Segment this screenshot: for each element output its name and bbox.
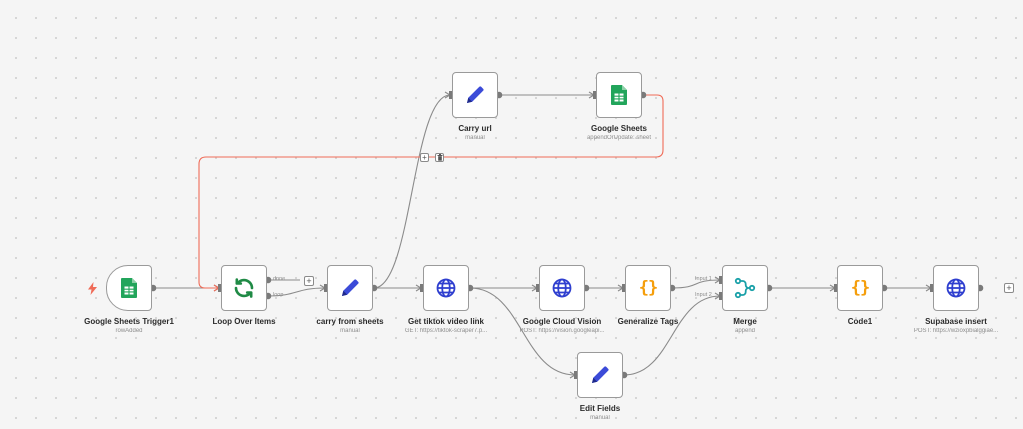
code1-node[interactable]: {} [837,265,883,311]
node-label: Google Sheets Trigger1 [84,317,174,326]
supabase-insert-node[interactable] [933,265,979,311]
port-label-done: done [273,276,286,282]
pencil-icon [339,277,361,299]
node-subtitle: appendOrUpdate: sheet [586,135,652,141]
edge-arrowhead [588,91,596,99]
google-sheets-icon [120,277,138,299]
node-label: carry from sheets [316,317,384,326]
loop-over-items-node[interactable] [221,265,267,311]
carry-url-node[interactable] [452,72,498,118]
edge-arrowhead [829,284,837,292]
node-subtitle: GET: https://tiktok-scraper7.p... [404,328,488,334]
node-label: Google Cloud Vision [522,317,602,326]
edge-arrowhead [319,284,327,292]
node-label: Supabase insert [925,317,987,326]
node-label: Generalize Tags [617,317,679,326]
pencil-icon [464,84,486,106]
merge-node[interactable] [722,265,768,311]
edge-add-node-button[interactable]: + [420,153,429,162]
node-subtitle: rowAdded [115,328,143,334]
trigger-bolt-icon [88,282,97,300]
node-subtitle: manual [590,415,610,421]
trash-icon [437,154,443,161]
port-label-loop: loop [273,292,284,298]
node-subtitle: append [734,328,756,334]
add-node-after-supabase-button[interactable]: + [1004,283,1014,293]
node-label: Google Sheets [590,124,647,133]
node-subtitle: manual [340,328,360,334]
node-subtitle: manual [465,135,485,141]
edge-arrowhead [213,284,221,292]
edge-arrowhead [925,284,933,292]
edge-arrowhead [714,292,722,300]
pencil-icon [589,364,611,386]
add-node-after-done-button[interactable]: + [304,276,314,286]
node-label: Merge [733,317,757,326]
code-braces-icon: {} [638,278,659,298]
node-subtitle: POST: https://vision.googleapi... [519,328,605,334]
edge-delete-button[interactable] [435,153,444,162]
node-label: Code1 [847,317,873,326]
get-tiktok-video-link-node[interactable] [423,265,469,311]
edge-arrowhead [415,284,423,292]
edge-arrowhead [444,91,452,99]
merge-icon [733,276,757,300]
refresh-icon [232,276,256,300]
carry-from-sheets-node[interactable] [327,265,373,311]
port-label-input-2: Input 2 [695,292,712,298]
globe-icon [435,277,457,299]
google-sheets-node[interactable] [596,72,642,118]
node-label: Loop Over Items [212,317,276,326]
code-braces-icon: {} [850,278,871,298]
edge-arrowhead [714,276,722,284]
node-subtitle: POST: https://wzioxpbialggiae... [913,328,999,334]
google-cloud-vision-node[interactable] [539,265,585,311]
edge-arrowhead [617,284,625,292]
edge-arrowhead [569,371,577,379]
globe-icon [945,277,967,299]
edge-arrowhead [213,284,221,292]
node-label: Get tiktok video link [407,317,484,326]
edge-arrowhead [531,284,539,292]
google-sheets-trigger-node[interactable] [106,265,152,311]
generalize-tags-node[interactable]: {} [625,265,671,311]
node-label: Carry url [458,124,492,133]
node-label: Edit Fields [579,404,621,413]
port-label-input-1: Input 1 [695,276,712,282]
edit-fields-node[interactable] [577,352,623,398]
globe-icon [551,277,573,299]
google-sheets-icon [610,84,628,106]
